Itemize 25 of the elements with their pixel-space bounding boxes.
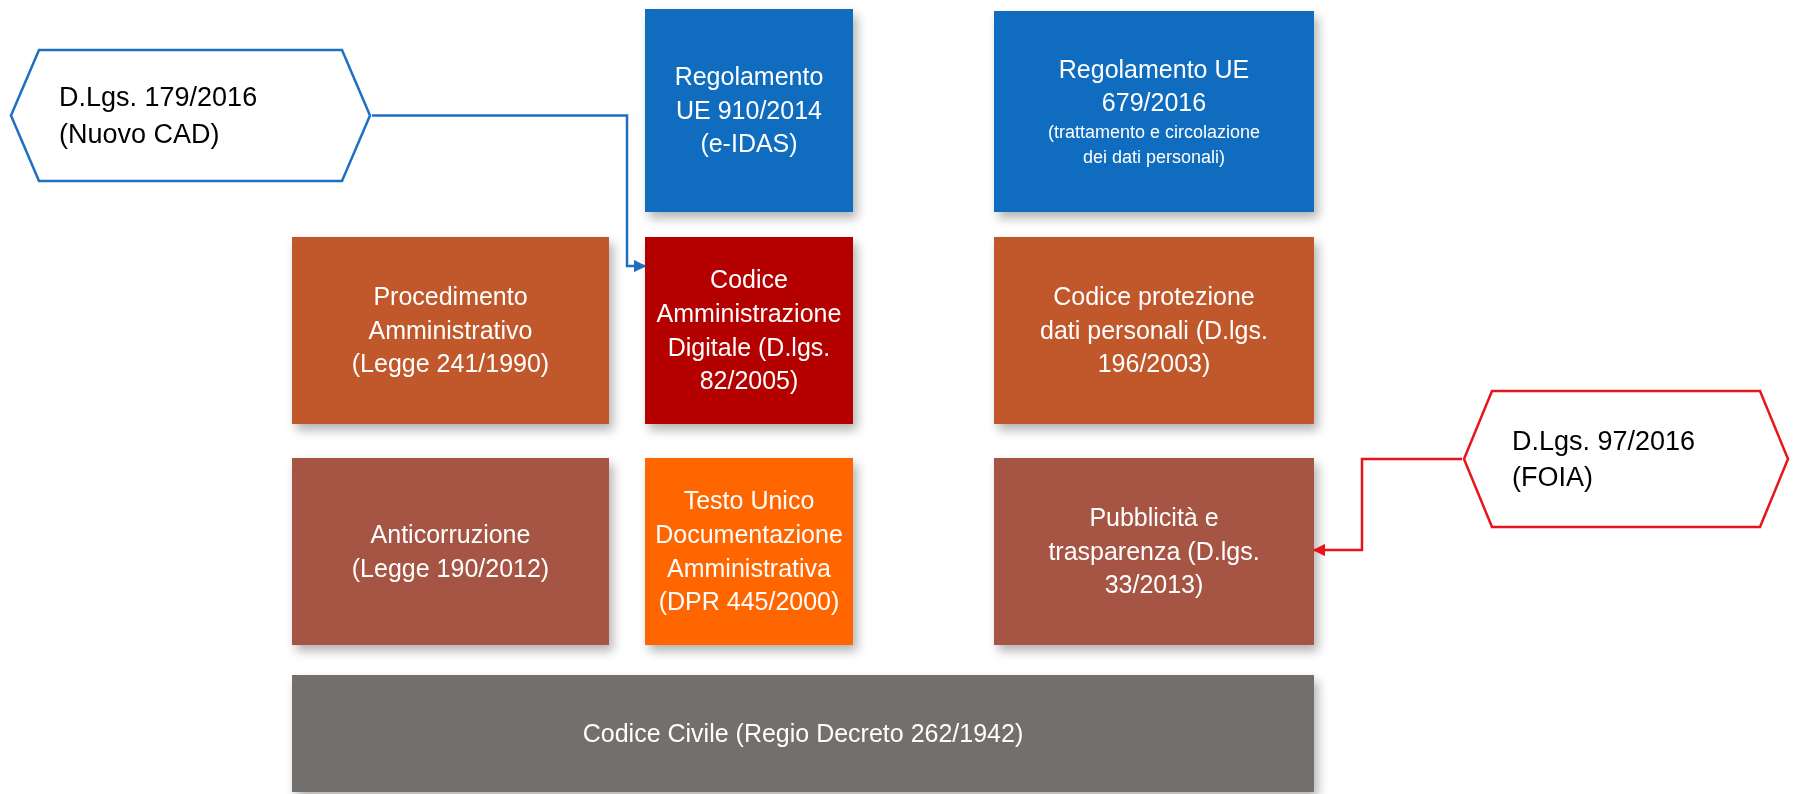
box-title: Regolamento UE 910/2014 (e-IDAS)	[673, 60, 825, 160]
law-box	[645, 9, 853, 212]
box-title: Procedimento Amministrativo (Legge 241/1990)	[350, 280, 551, 380]
arrow	[1312, 457, 1462, 557]
box-title: Testo Unico Documentazione Amministrativa (DPR 445/2000)	[654, 485, 844, 618]
law-box	[645, 237, 853, 424]
law-box	[645, 458, 853, 645]
callout-hexagon	[9, 48, 372, 183]
box-note: (trattamento e circolazione dei dati personali)	[1046, 121, 1262, 170]
law-box	[994, 11, 1314, 212]
law-box	[994, 237, 1314, 424]
box-title: Codice Civile (Regio Decreto 262/1942)	[581, 717, 1025, 749]
box-title: Regolamento UE 679/2016	[1057, 53, 1251, 119]
arrow	[372, 114, 647, 273]
box-title: Codice protezione dati personali (D.lgs. 196/2003)	[1039, 280, 1269, 380]
box-title: Anticorruzione (Legge 190/2012)	[350, 518, 551, 584]
law-box	[292, 237, 609, 424]
callout-hexagon	[1462, 389, 1790, 529]
law-box	[292, 458, 609, 645]
box-title: Pubblicità e trasparenza (D.lgs. 33/2013)	[1047, 501, 1261, 601]
law-box	[292, 675, 1314, 792]
box-title: Codice Amministrazione Digitale (D.lgs. 82/2005)	[655, 264, 843, 397]
box-title: D.Lgs. 179/2016 (Nuovo CAD)	[58, 81, 259, 151]
box-title: D.Lgs. 97/2016 (FOIA)	[1511, 424, 1697, 494]
law-box	[994, 458, 1314, 645]
